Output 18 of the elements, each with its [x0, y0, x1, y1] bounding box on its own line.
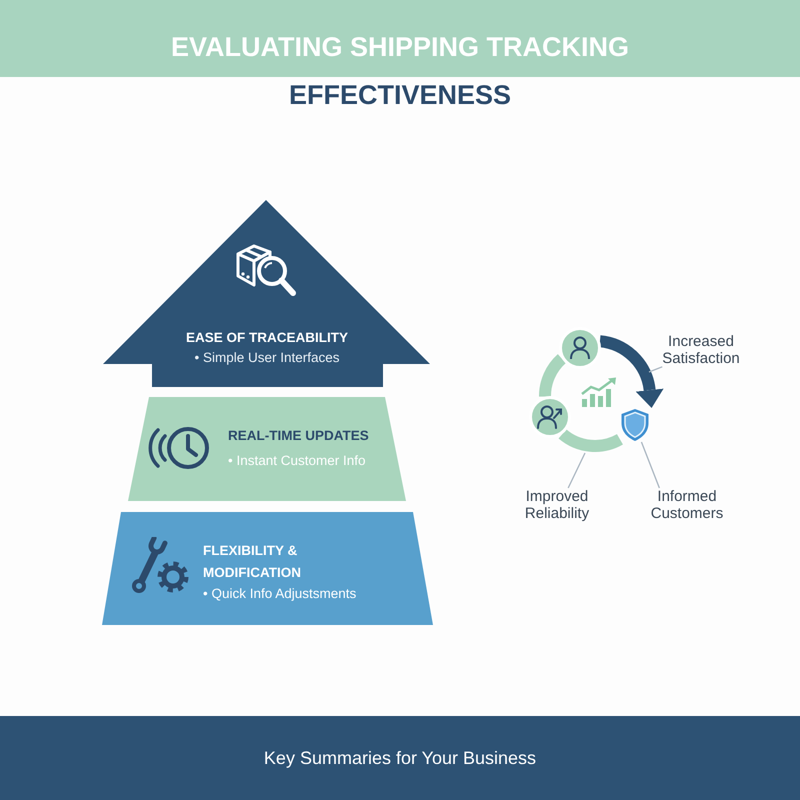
title: EVALUATING SHIPPING TRACKING EFFECTIVENESS: [170, 31, 630, 112]
bullet-text: • Quick Info Adjustsments: [203, 585, 356, 603]
leader-line: [568, 452, 586, 488]
callout-label: Increased Satisfaction: [662, 333, 740, 367]
tier-heading: REAL-TIME UPDATES: [228, 427, 369, 445]
bullet-text: • Instant Customer Info: [228, 452, 366, 470]
tier-heading: FLEXIBILITY & MODIFICATION: [203, 542, 302, 582]
callout-label: Informed Customers: [650, 488, 724, 522]
bullet-text: • Simple User Interfaces: [194, 349, 340, 367]
callout-label: Improved Reliability: [524, 488, 590, 522]
trapezoid-block: [128, 397, 406, 501]
shield-icon: [620, 408, 650, 442]
up-arrow-block: [102, 200, 432, 387]
leader-line: [648, 366, 662, 373]
tier-heading: EASE OF TRACEABILITY: [186, 329, 348, 347]
caption: Key Summaries for Your Business: [264, 747, 536, 769]
trapezoid-block: [102, 512, 433, 625]
leader-line: [640, 442, 660, 488]
